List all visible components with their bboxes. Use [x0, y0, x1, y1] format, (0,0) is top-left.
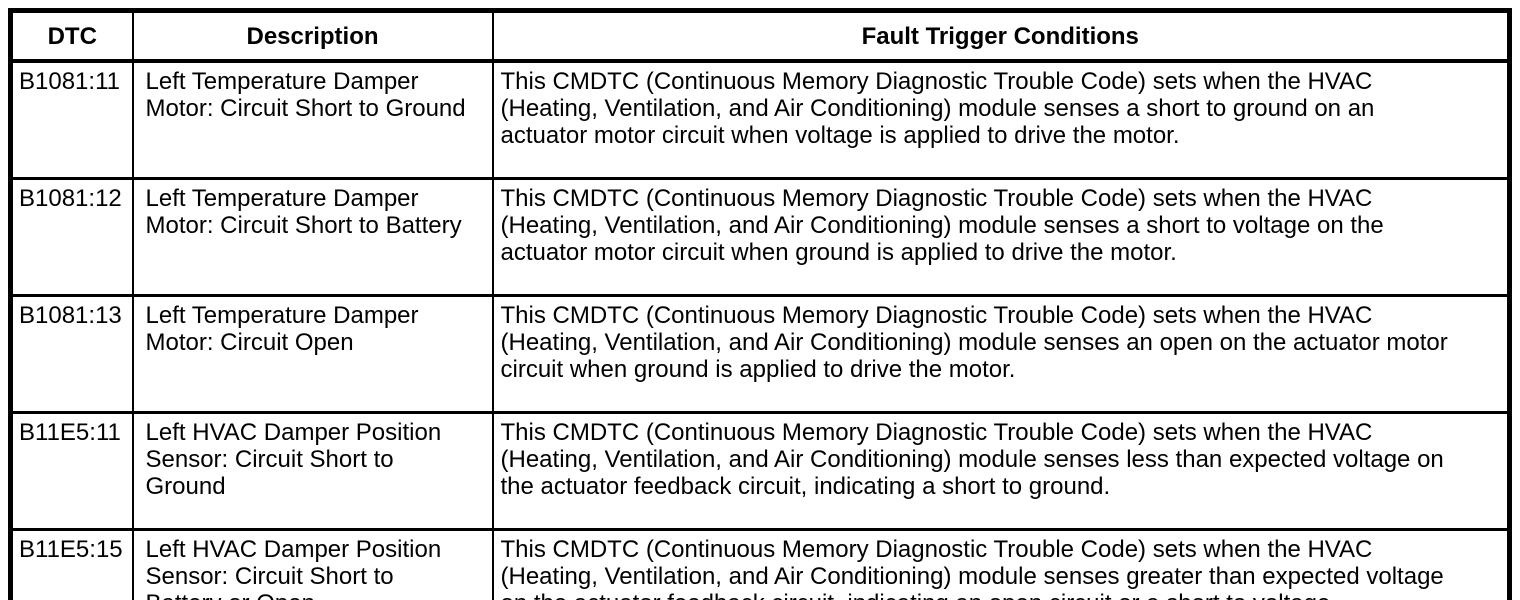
table-row: B1081:13 Left Temperature Damper Motor: …: [9, 294, 1511, 414]
dtc-code: B1081:12: [9, 177, 134, 297]
dtc-description: Left Temperature Damper Motor: Circuit S…: [131, 59, 494, 180]
dtc-description: Left HVAC Damper Position Sensor: Circui…: [131, 411, 494, 531]
fault-trigger-condition: This CMDTC (Continuous Memory Diagnostic…: [491, 528, 1511, 600]
header-dtc: DTC: [9, 9, 134, 63]
table-row: B11E5:11 Left HVAC Damper Position Senso…: [9, 411, 1511, 531]
dtc-code: B1081:11: [9, 59, 134, 180]
fault-trigger-condition: This CMDTC (Continuous Memory Diagnostic…: [491, 59, 1511, 180]
dtc-fault-table: DTC Description Fault Trigger Conditions…: [8, 8, 1512, 600]
dtc-description: Left Temperature Damper Motor: Circuit S…: [131, 177, 494, 297]
table-header-row: DTC Description Fault Trigger Conditions: [9, 9, 1511, 63]
fault-trigger-condition: This CMDTC (Continuous Memory Diagnostic…: [491, 294, 1511, 414]
table-row: B1081:12 Left Temperature Damper Motor: …: [9, 177, 1511, 297]
dtc-code: B11E5:15: [9, 528, 134, 600]
dtc-description: Left Temperature Damper Motor: Circuit O…: [131, 294, 494, 414]
table-row: B1081:11 Left Temperature Damper Motor: …: [9, 59, 1511, 180]
fault-trigger-condition: This CMDTC (Continuous Memory Diagnostic…: [491, 177, 1511, 297]
table-row: B11E5:15 Left HVAC Damper Position Senso…: [9, 528, 1511, 600]
fault-trigger-condition: This CMDTC (Continuous Memory Diagnostic…: [491, 411, 1511, 531]
header-description: Description: [131, 9, 494, 63]
dtc-code: B1081:13: [9, 294, 134, 414]
dtc-description: Left HVAC Damper Position Sensor: Circui…: [131, 528, 494, 600]
header-fault-trigger-conditions: Fault Trigger Conditions: [491, 9, 1511, 63]
dtc-code: B11E5:11: [9, 411, 134, 531]
